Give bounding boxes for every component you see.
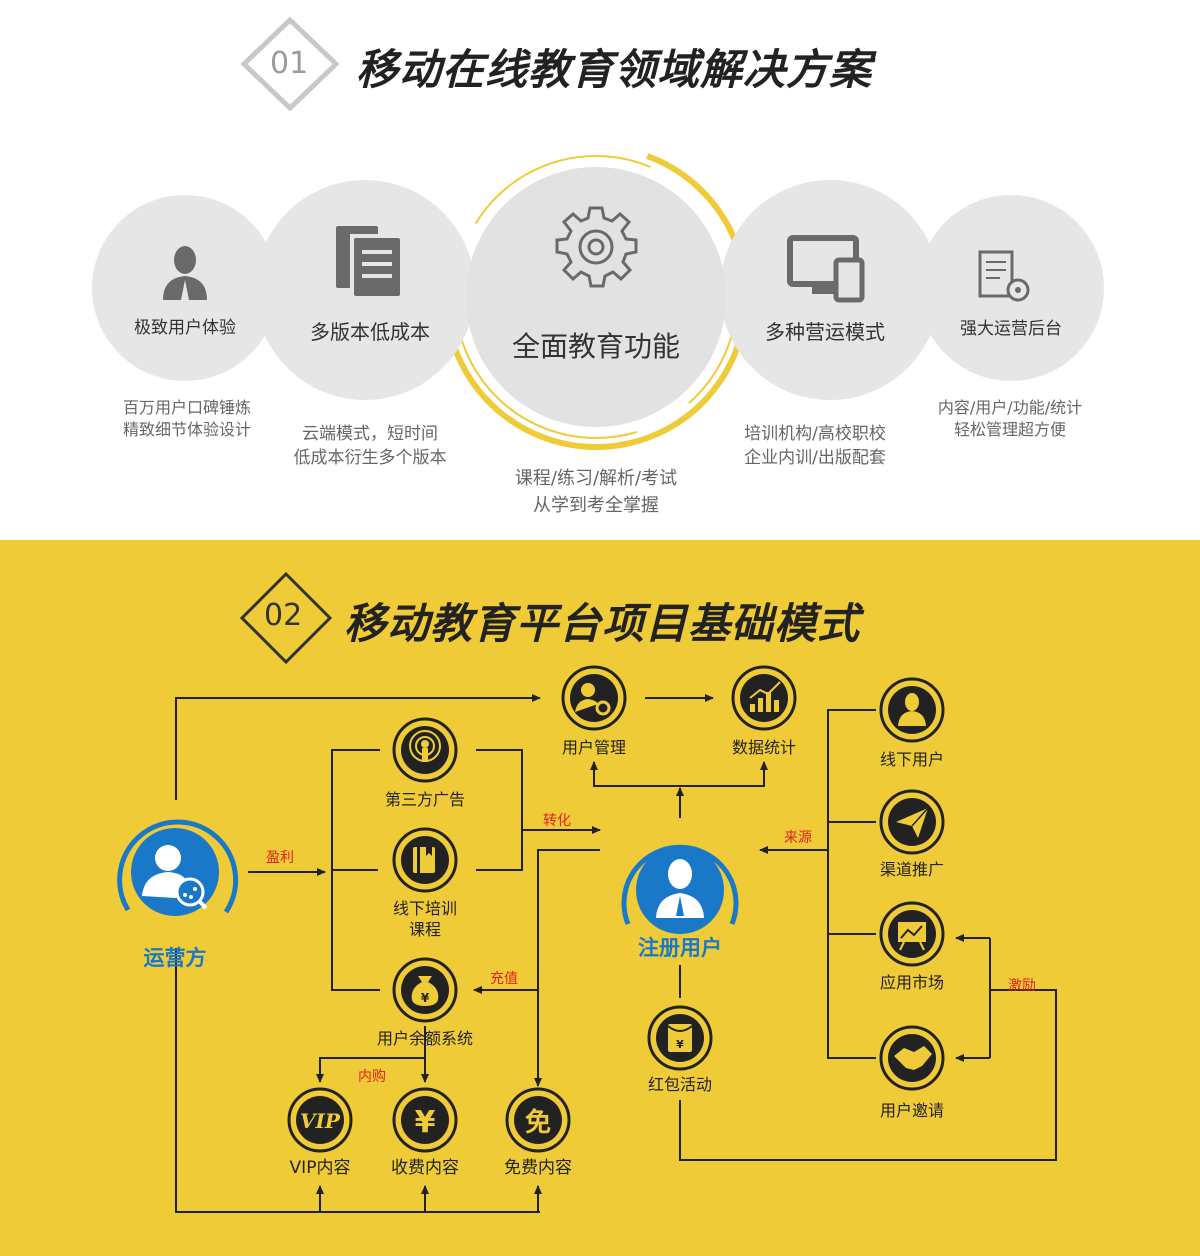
section2-title: 移动教育平台项目基础模式 (344, 599, 861, 648)
recharge-label: 充值 (490, 971, 518, 987)
feature-label-multiversion: 多版本低成本 (310, 320, 430, 344)
free-content-icon: 免 (505, 1087, 571, 1153)
feature-desc-education-line1: 课程/练习/解析/考试 (514, 468, 678, 489)
user-management-label: 用户管理 (561, 738, 626, 757)
balance-system-icon: ¥ (392, 957, 458, 1023)
feature-desc-operation: 培训机构/高校职校 企业内训/出版配套 (710, 422, 920, 470)
offline-training-label-line1: 线下培训 (392, 899, 457, 918)
offline-users-label: 线下用户 (879, 750, 944, 769)
feature-desc-operation-line1: 培训机构/高校职校 (744, 424, 886, 444)
free-glyph: 免 (525, 1107, 551, 1138)
section1-number-diamond (240, 16, 340, 112)
in-app-purchase-label: 内购 (358, 1069, 386, 1085)
paid-yuan-glyph: ¥ (415, 1105, 436, 1140)
offline-training-label: 线下培训 课程 (365, 898, 485, 940)
balance-yuan-glyph: ¥ (421, 991, 430, 1005)
operator-label: 运营方 (143, 946, 207, 970)
operator-icon (117, 819, 239, 916)
convert-label: 转化 (543, 813, 571, 829)
offline-users-icon (879, 677, 945, 743)
third-party-ads-label: 第三方广告 (384, 790, 465, 809)
data-stats-icon (731, 665, 797, 731)
feature-desc-education-line2: 从学到考全掌握 (533, 495, 659, 516)
section1-title: 移动在线教育领域解决方案 (356, 45, 873, 94)
settings-doc-icon (978, 250, 1030, 302)
feature-desc-multiversion-line1: 云端模式，短时间 (302, 424, 438, 444)
feature-desc-backend-line1: 内容/用户/功能/统计 (937, 398, 1083, 417)
gear-icon (555, 206, 638, 288)
solutions-section: 01 移动在线教育领域解决方案 (0, 0, 1200, 540)
user-management-icon (561, 665, 627, 731)
registered-user-icon (621, 844, 739, 934)
feature-icons (163, 206, 1030, 303)
red-packet-icon: ¥ (647, 1005, 713, 1071)
feature-label-backend: 强大运营后台 (960, 319, 1062, 339)
connector-lines (175, 694, 1057, 1213)
app-market-label: 应用市场 (879, 973, 944, 992)
incentive-label: 激励 (1008, 978, 1036, 994)
channel-promo-icon (879, 789, 945, 855)
section2-number: 02 (264, 598, 303, 633)
vip-content-icon: VIP (287, 1087, 353, 1153)
feature-desc-ux: 百万用户口碑锤炼 精致细节体验设计 (92, 397, 282, 441)
vip-content-label: VIP内容 (289, 1158, 351, 1178)
feature-desc-multiversion-line2: 低成本衍生多个版本 (293, 448, 447, 468)
section1-number: 01 (270, 46, 309, 81)
third-party-ads-icon (392, 717, 458, 783)
feature-desc-ux-line1: 百万用户口碑锤炼 (122, 398, 251, 417)
registered-user-label: 注册用户 (638, 936, 722, 960)
red-packet-label: 红包活动 (647, 1075, 712, 1094)
user-invite-icon (879, 1025, 945, 1091)
documents-icon (336, 226, 402, 298)
offline-training-icon (392, 827, 458, 893)
data-stats-label: 数据统计 (731, 738, 796, 757)
feature-label-ux: 极致用户体验 (134, 318, 236, 338)
devices-icon (787, 235, 865, 303)
user-icon (163, 246, 207, 300)
feature-desc-backend-line2: 轻松管理超方便 (953, 420, 1066, 439)
red-packet-yuan-glyph: ¥ (676, 1038, 684, 1051)
source-label: 来源 (784, 830, 812, 846)
feature-desc-ux-line2: 精致细节体验设计 (122, 420, 251, 439)
feature-circle-education (466, 167, 726, 427)
feature-desc-multiversion: 云端模式，短时间 低成本衍生多个版本 (265, 422, 475, 470)
vip-glyph: VIP (300, 1109, 341, 1133)
free-content-label: 免费内容 (504, 1158, 572, 1178)
platform-model-section: ¥ VIP ¥ 免 ¥ (0, 540, 1200, 1256)
app-market-icon (879, 901, 945, 967)
flow-diagram: ¥ VIP ¥ 免 ¥ (117, 571, 1057, 1213)
feature-desc-operation-line2: 企业内训/出版配套 (744, 448, 886, 468)
section2-number-diamond (239, 571, 333, 665)
paid-content-label: 收费内容 (391, 1158, 459, 1178)
user-invite-label: 用户邀请 (879, 1101, 944, 1120)
paid-content-icon: ¥ (392, 1087, 458, 1153)
profit-label: 盈利 (266, 850, 294, 866)
feature-desc-education: 课程/练习/解析/考试 从学到考全掌握 (486, 465, 706, 519)
offline-training-label-line2: 课程 (408, 920, 441, 939)
feature-label-operation: 多种营运模式 (765, 320, 885, 344)
channel-promo-label: 渠道推广 (879, 860, 944, 879)
balance-system-label: 用户余额系统 (376, 1029, 473, 1048)
feature-desc-backend: 内容/用户/功能/统计 轻松管理超方便 (910, 397, 1110, 441)
feature-label-education: 全面教育功能 (511, 330, 680, 363)
